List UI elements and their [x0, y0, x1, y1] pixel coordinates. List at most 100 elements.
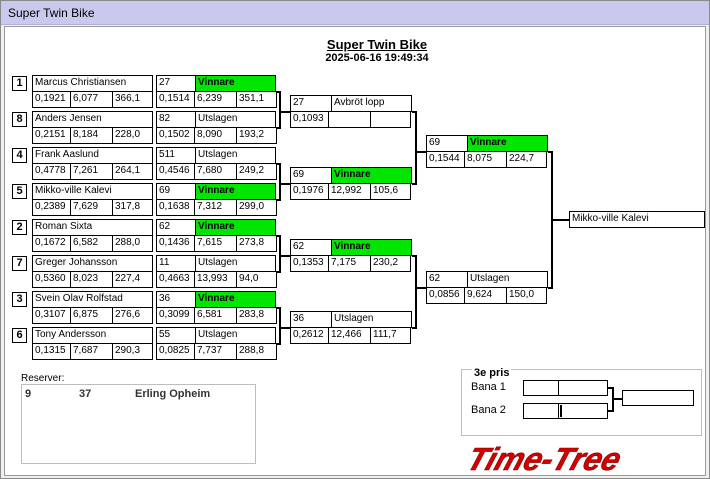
race-time[interactable]: 13,993 [194, 271, 237, 288]
race-time[interactable]: 8,090 [194, 127, 237, 144]
rider-name[interactable]: Roman Sixta [32, 219, 153, 236]
rider-time[interactable]: 6,582 [70, 235, 113, 252]
rider-time[interactable]: 228,0 [112, 127, 153, 144]
race-time[interactable]: 150,0 [506, 287, 547, 304]
race-time[interactable]: 0,1514 [156, 91, 195, 108]
rider-time[interactable]: 0,1672 [32, 235, 71, 252]
lane2-number-field[interactable] [523, 403, 559, 419]
race-time[interactable]: 12,992 [328, 183, 371, 200]
race-time[interactable]: 273,8 [236, 235, 277, 252]
winner-badge[interactable]: Vinnare [467, 135, 548, 152]
race-time[interactable]: 0,1544 [426, 151, 465, 168]
race-time[interactable]: 283,8 [236, 307, 277, 324]
race-time[interactable]: 6,581 [194, 307, 237, 324]
status-label[interactable]: Utslagen [195, 111, 276, 128]
race-number[interactable]: 27 [156, 75, 196, 92]
race-time[interactable]: 6,239 [194, 91, 237, 108]
race-time[interactable]: 0,4663 [156, 271, 195, 288]
race-number[interactable]: 62 [426, 271, 468, 288]
race-number[interactable]: 62 [156, 219, 196, 236]
status-label[interactable]: Utslagen [195, 327, 276, 344]
status-label[interactable]: Utslagen [195, 147, 276, 164]
race-time[interactable]: 0,1638 [156, 199, 195, 216]
rider-time[interactable]: 0,2151 [32, 127, 71, 144]
race-time[interactable]: 249,2 [236, 163, 277, 180]
rider-time[interactable]: 8,184 [70, 127, 113, 144]
winner-badge[interactable]: Vinnare [331, 239, 412, 256]
race-number[interactable]: 511 [156, 147, 196, 164]
race-time[interactable]: 7,680 [194, 163, 237, 180]
race-time[interactable]: 224,7 [506, 151, 547, 168]
race-time[interactable]: 111,7 [370, 327, 411, 344]
race-time[interactable]: 288,8 [236, 343, 277, 360]
race-time[interactable]: 7,312 [194, 199, 237, 216]
race-number[interactable]: 82 [156, 111, 196, 128]
race-time[interactable]: 94,0 [236, 271, 277, 288]
race-time[interactable]: 12,466 [328, 327, 371, 344]
winner-badge[interactable]: Vinnare [195, 219, 276, 236]
rider-time[interactable]: 0,1921 [32, 91, 71, 108]
title-bar[interactable]: Super Twin Bike [1, 1, 709, 25]
status-label[interactable]: Utslagen [467, 271, 548, 288]
winner-badge[interactable]: Vinnare [195, 183, 276, 200]
rider-time[interactable]: 317,8 [112, 199, 153, 216]
race-number[interactable]: 55 [156, 327, 196, 344]
rider-time[interactable]: 7,261 [70, 163, 113, 180]
race-time[interactable]: 9,624 [464, 287, 507, 304]
rider-name[interactable]: Marcus Christiansen [32, 75, 153, 92]
race-time[interactable]: 0,1353 [290, 255, 329, 272]
rider-time[interactable]: 7,629 [70, 199, 113, 216]
race-time[interactable]: 0,4546 [156, 163, 195, 180]
race-number[interactable]: 69 [290, 167, 332, 184]
rider-name[interactable]: Anders Jensen [32, 111, 153, 128]
race-number[interactable]: 36 [290, 311, 332, 328]
rider-time[interactable]: 276,6 [112, 307, 153, 324]
rider-time[interactable]: 288,0 [112, 235, 153, 252]
race-time[interactable]: 8,075 [464, 151, 507, 168]
race-time[interactable]: 0,0856 [426, 287, 465, 304]
rider-time[interactable]: 290,3 [112, 343, 153, 360]
race-time[interactable]: 0,2612 [290, 327, 329, 344]
race-time[interactable] [370, 111, 411, 128]
race-time[interactable]: 0,0825 [156, 343, 195, 360]
rider-time[interactable]: 0,5360 [32, 271, 71, 288]
race-time[interactable] [328, 111, 371, 128]
status-label[interactable]: Avbröt lopp [331, 95, 412, 112]
winner-badge[interactable]: Vinnare [195, 75, 276, 92]
rider-time[interactable]: 6,875 [70, 307, 113, 324]
rider-name[interactable]: Greger Johansson [32, 255, 153, 272]
winner-badge[interactable]: Vinnare [331, 167, 412, 184]
lane1-status-field[interactable] [558, 380, 608, 396]
rider-time[interactable]: 0,1315 [32, 343, 71, 360]
race-number[interactable]: 69 [156, 183, 196, 200]
race-time[interactable]: 7,737 [194, 343, 237, 360]
rider-name[interactable]: Svein Olav Rolfstad [32, 291, 153, 308]
third-place-winner-field[interactable] [622, 390, 694, 406]
race-number[interactable]: 27 [290, 95, 332, 112]
race-time[interactable]: 0,1093 [290, 111, 329, 128]
race-number[interactable]: 36 [156, 291, 196, 308]
rider-name[interactable]: Frank Aaslund [32, 147, 153, 164]
rider-time[interactable]: 227,4 [112, 271, 153, 288]
race-time[interactable]: 7,615 [194, 235, 237, 252]
rider-time[interactable]: 8,023 [70, 271, 113, 288]
rider-name[interactable]: Tony Andersson [32, 327, 153, 344]
race-number[interactable]: 69 [426, 135, 468, 152]
race-number[interactable]: 62 [290, 239, 332, 256]
status-label[interactable]: Utslagen [195, 255, 276, 272]
rider-time[interactable]: 7,687 [70, 343, 113, 360]
rider-name[interactable]: Mikko-ville Kalevi [32, 183, 153, 200]
final-winner[interactable]: Mikko-ville Kalevi [569, 211, 705, 228]
race-time[interactable]: 7,175 [328, 255, 371, 272]
race-time[interactable]: 105,6 [370, 183, 411, 200]
rider-time[interactable]: 6,077 [70, 91, 113, 108]
reserves-list[interactable]: 9 37 Erling Opheim [21, 384, 256, 464]
rider-time[interactable]: 0,2389 [32, 199, 71, 216]
rider-time[interactable]: 0,3107 [32, 307, 71, 324]
race-time[interactable]: 193,2 [236, 127, 277, 144]
race-time[interactable]: 0,1976 [290, 183, 329, 200]
race-time[interactable]: 0,3099 [156, 307, 195, 324]
lane1-number-field[interactable] [523, 380, 559, 396]
race-number[interactable]: 11 [156, 255, 196, 272]
winner-badge[interactable]: Vinnare [195, 291, 276, 308]
